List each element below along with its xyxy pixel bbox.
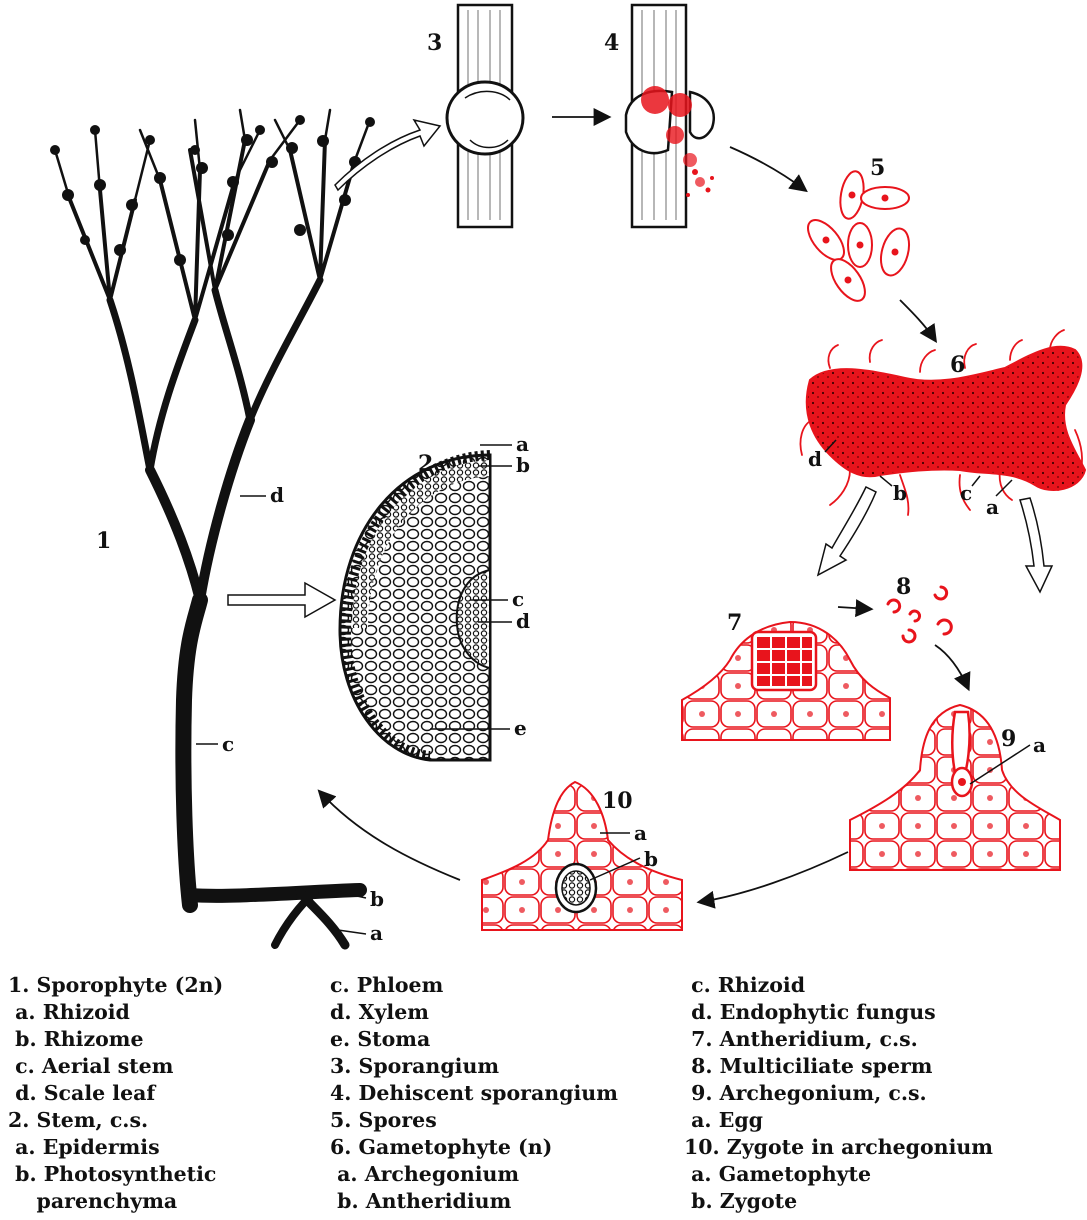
legend-item: c. Phloem — [330, 972, 618, 999]
legend-item: a. Epidermis — [8, 1134, 223, 1161]
gametophyte-label-d: d — [808, 447, 822, 471]
stem-cs-label-c: c — [512, 587, 524, 611]
legend-column-2: c. Phloem d. Xylem e. Stoma 3. Sporangiu… — [330, 972, 618, 1215]
stage-number-7: 7 — [727, 610, 742, 636]
legend-item: d. Xylem — [330, 999, 618, 1026]
legend-item: a. Rhizoid — [8, 999, 223, 1026]
gametophyte-drawing — [800, 330, 1085, 515]
legend-item: 5. Spores — [330, 1107, 618, 1134]
sporophyte-label-c: c — [222, 732, 234, 756]
open-arrow-to-stem-cs — [228, 583, 335, 617]
stage-number-8: 8 — [896, 574, 911, 600]
legend-item: e. Stoma — [330, 1026, 618, 1053]
legend-item: d. Scale leaf — [8, 1080, 223, 1107]
stage-number-3: 3 — [427, 30, 442, 56]
spores-drawing — [801, 169, 913, 306]
legend-item: parenchyma — [8, 1188, 223, 1215]
gametophyte-label-c: c — [960, 481, 972, 505]
sporophyte-label-b: b — [370, 887, 384, 911]
legend-item: 10. Zygote in archegonium — [684, 1134, 993, 1161]
legend-item: a. Gametophyte — [684, 1161, 993, 1188]
stage-number-5: 5 — [870, 155, 885, 181]
legend-item: 8. Multiciliate sperm — [684, 1053, 993, 1080]
zygote-label-a: a — [634, 821, 647, 845]
legend-item: b. Zygote — [684, 1188, 993, 1215]
legend-item: c. Rhizoid — [684, 972, 993, 999]
sporangium-drawing — [447, 5, 523, 227]
sporophyte-label-a: a — [370, 921, 383, 945]
stage-number-2: 2 — [418, 451, 433, 477]
legend-item: a. Egg — [684, 1107, 993, 1134]
arrow-4-to-5 — [730, 147, 805, 190]
legend-column-3: c. Rhizoid d. Endophytic fungus 7. Anthe… — [684, 972, 993, 1215]
legend-item: 9. Archegonium, c.s. — [684, 1080, 993, 1107]
legend: 1. Sporophyte (2n) a. Rhizoid b. Rhizome… — [0, 972, 1087, 1217]
dehiscent-sporangium-drawing — [626, 5, 714, 227]
stage-number-1: 1 — [96, 528, 111, 554]
arrow-8-to-9 — [935, 645, 968, 688]
legend-item: 7. Antheridium, c.s. — [684, 1026, 993, 1053]
legend-item: b. Antheridium — [330, 1188, 618, 1215]
stage-number-4: 4 — [604, 30, 619, 56]
antheridium-drawing — [682, 622, 890, 740]
legend-item: a. Archegonium — [330, 1161, 618, 1188]
arrow-10-to-1 — [320, 792, 460, 880]
legend-item: 3. Sporangium — [330, 1053, 618, 1080]
open-arrow-to-archegonium — [1020, 498, 1052, 592]
gametophyte-label-b: b — [893, 481, 907, 505]
legend-item: 6. Gametophyte (n) — [330, 1134, 618, 1161]
stage-number-10: 10 — [602, 788, 633, 814]
archegonium-label-a: a — [1033, 733, 1046, 757]
legend-item: b. Photosynthetic — [8, 1161, 223, 1188]
arrow-7-to-8 — [838, 607, 870, 609]
stem-cs-label-e: e — [514, 716, 527, 740]
gametophyte-label-a: a — [986, 495, 999, 519]
legend-item: 1. Sporophyte (2n) — [8, 972, 223, 999]
legend-item: 2. Stem, c.s. — [8, 1107, 223, 1134]
stage-number-6: 6 — [950, 352, 965, 378]
legend-column-1: 1. Sporophyte (2n) a. Rhizoid b. Rhizome… — [8, 972, 223, 1215]
open-arrow-to-antheridium — [818, 487, 876, 575]
zygote-label-b: b — [644, 847, 658, 871]
legend-item: d. Endophytic fungus — [684, 999, 993, 1026]
legend-item: b. Rhizome — [8, 1026, 223, 1053]
stem-cs-label-d: d — [516, 609, 530, 633]
life-cycle-diagram: 1 d c b a 2 a b c d e 3 — [0, 0, 1087, 960]
arrow-5-to-6 — [900, 300, 935, 340]
sporophyte-label-d: d — [270, 483, 284, 507]
arrow-9-to-10 — [700, 852, 848, 902]
stem-cs-label-b: b — [516, 453, 530, 477]
legend-item: 4. Dehiscent sporangium — [330, 1080, 618, 1107]
legend-item: c. Aerial stem — [8, 1053, 223, 1080]
stage-number-9: 9 — [1001, 726, 1016, 752]
stem-cross-section — [340, 455, 490, 760]
